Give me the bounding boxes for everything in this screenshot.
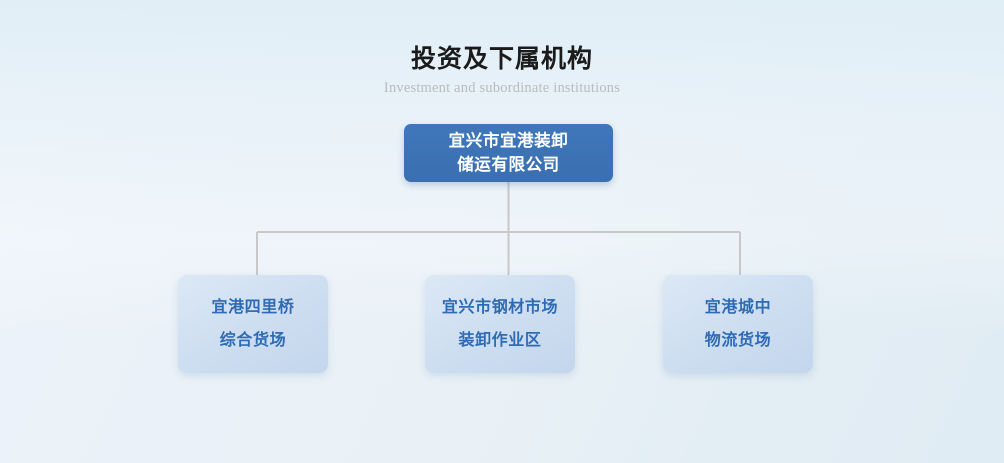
org-node-child-3-line-2: 物流货场: [704, 332, 772, 349]
org-node-child-2-line-1: 宜兴市钢材市场: [441, 299, 559, 316]
org-node-root-line-1: 宜兴市宜港装卸: [448, 132, 569, 150]
org-node-child-1-line-2: 综合货场: [219, 332, 287, 349]
org-node-child-1[interactable]: 宜港四里桥 综合货场: [178, 275, 328, 373]
org-node-child-3[interactable]: 宜港城中 物流货场: [663, 275, 813, 373]
org-node-child-2[interactable]: 宜兴市钢材市场 装卸作业区: [425, 275, 575, 373]
page-heading: 投资及下属机构 Investment and subordinate insti…: [0, 44, 1004, 97]
page-title: 投资及下属机构: [410, 45, 593, 73]
org-node-root-line-2: 储运有限公司: [457, 156, 560, 174]
org-node-child-1-line-1: 宜港四里桥: [211, 299, 295, 316]
org-node-child-3-line-1: 宜港城中: [704, 299, 772, 316]
org-node-root[interactable]: 宜兴市宜港装卸 储运有限公司: [404, 124, 613, 182]
org-node-child-2-line-2: 装卸作业区: [458, 332, 542, 349]
page-subtitle: Investment and subordinate institutions: [383, 80, 621, 96]
